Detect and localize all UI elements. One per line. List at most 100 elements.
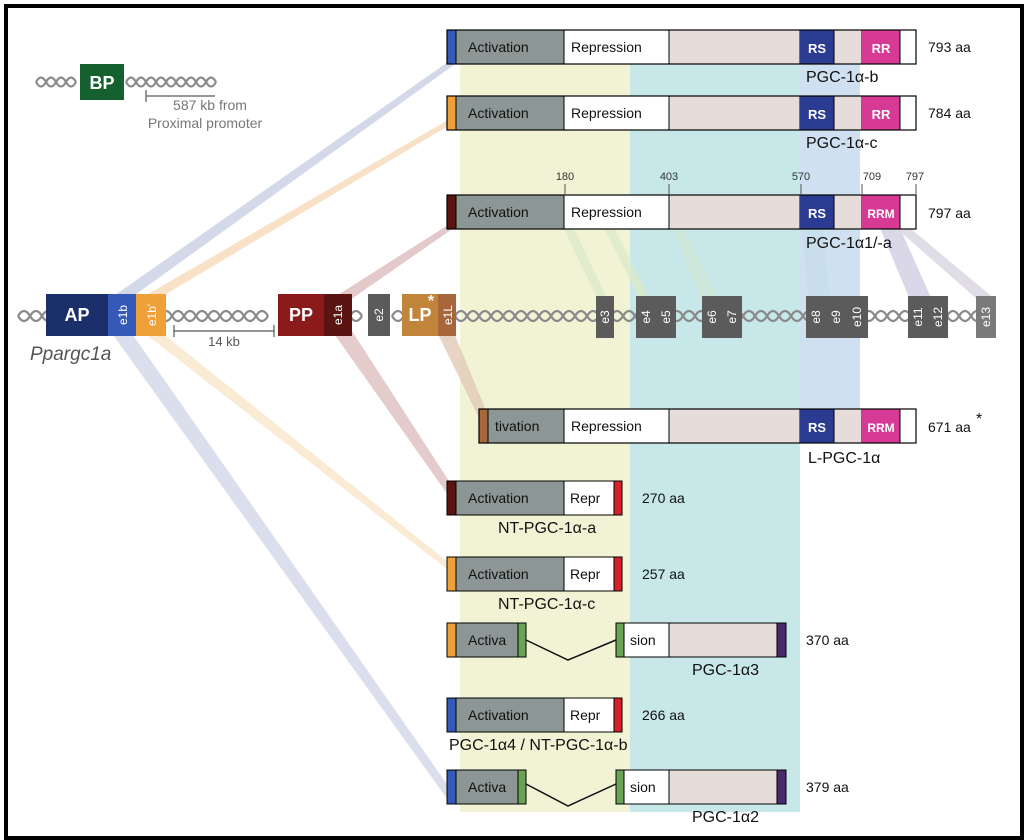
repression-label: Repr bbox=[570, 566, 601, 582]
exon-e8-label: e8 bbox=[809, 310, 823, 324]
isoform-length: 797 aa bbox=[928, 205, 971, 221]
lp-star: * bbox=[428, 293, 435, 310]
activation-label: Activation bbox=[468, 566, 529, 582]
activation-label: Activation bbox=[468, 105, 529, 121]
activation-label: Activation bbox=[468, 707, 529, 723]
isoform-name: PGC-1α-b bbox=[806, 69, 878, 86]
bp-distance: 587 kb from bbox=[173, 97, 247, 113]
bp-distance-2: Proximal promoter bbox=[148, 115, 263, 131]
rs-label: RS bbox=[808, 41, 826, 56]
middle-domain bbox=[669, 96, 800, 130]
activation-label: Activation bbox=[468, 204, 529, 220]
exon-e3-label: e3 bbox=[598, 310, 612, 324]
repression-label: sion bbox=[630, 632, 656, 648]
junction-left bbox=[518, 623, 526, 657]
e1a-to-nta bbox=[330, 328, 458, 495]
rs-label: RS bbox=[808, 206, 826, 221]
middle-domain bbox=[669, 623, 777, 657]
tail-domain bbox=[900, 30, 916, 64]
pos-709: 709 bbox=[863, 171, 881, 183]
stop-marker bbox=[614, 698, 622, 732]
isoform-cap bbox=[447, 481, 456, 515]
repression-label: Repr bbox=[570, 490, 601, 506]
gap-domain bbox=[834, 96, 862, 130]
e1b-to-b bbox=[108, 62, 458, 300]
pos-180: 180 bbox=[556, 171, 574, 183]
rr-label: RR bbox=[872, 107, 891, 122]
exon-e12-label: e12 bbox=[931, 307, 945, 327]
isoform-cap bbox=[447, 195, 456, 229]
isoform-length: 257 aa bbox=[642, 566, 685, 582]
exon-e10-label: e10 bbox=[850, 307, 864, 327]
isoform-name: NT-PGC-1α-c bbox=[498, 596, 595, 613]
repression-label: Repression bbox=[571, 204, 642, 220]
gap-domain bbox=[834, 409, 862, 443]
isoform-length: 793 aa bbox=[928, 39, 971, 55]
tail-domain bbox=[900, 96, 916, 130]
end-marker bbox=[777, 623, 786, 657]
activation-label: Activation bbox=[468, 39, 529, 55]
isoform-length: 671 aa bbox=[928, 419, 971, 435]
isoform-cap bbox=[447, 698, 456, 732]
middle-domain bbox=[669, 195, 800, 229]
exon-e9-label: e9 bbox=[829, 310, 843, 324]
rs-label: RS bbox=[808, 107, 826, 122]
exon-e6-label: e6 bbox=[705, 310, 719, 324]
isoform-length-star: * bbox=[976, 411, 982, 428]
exon-e4-label: e4 bbox=[639, 310, 653, 324]
middle-domain bbox=[669, 409, 800, 443]
e1b-prime-to-ntc bbox=[138, 328, 458, 570]
isoform-name: PGC-1α2 bbox=[692, 809, 759, 826]
activation-label: tivation bbox=[495, 418, 539, 434]
repression-label: sion bbox=[630, 779, 656, 795]
end-marker bbox=[777, 770, 786, 804]
repression-label: Repression bbox=[571, 39, 642, 55]
tail-domain bbox=[900, 195, 916, 229]
isoform-length: 379 aa bbox=[806, 779, 849, 795]
rr-label: RR bbox=[872, 41, 891, 56]
stop-marker bbox=[614, 481, 622, 515]
e1b-to-pgc1a2 bbox=[108, 328, 458, 800]
exon-e11-label: e11 bbox=[911, 307, 925, 326]
isoform-name: PGC-1α1/-a bbox=[806, 235, 892, 252]
isoform-name: L-PGC-1α bbox=[808, 450, 880, 467]
junction-left bbox=[518, 770, 526, 804]
isoform-length: 370 aa bbox=[806, 632, 849, 648]
rs-label: RS bbox=[808, 420, 826, 435]
exon-e1b-prime-label: e1b' bbox=[145, 304, 159, 326]
exon-e1L-label: e1L bbox=[441, 305, 455, 325]
isoform-length: 270 aa bbox=[642, 490, 685, 506]
pos-570: 570 bbox=[792, 171, 810, 183]
middle-domain bbox=[669, 30, 800, 64]
e1a-to-a bbox=[330, 225, 458, 300]
exon-e1b-label: e1b bbox=[116, 305, 130, 325]
isoform-length: 266 aa bbox=[642, 707, 685, 723]
isoform-cap bbox=[447, 557, 456, 591]
tail-domain bbox=[900, 409, 916, 443]
middle-domain bbox=[669, 770, 777, 804]
exon-e13-label: e13 bbox=[979, 307, 993, 327]
isoform-name: NT-PGC-1α-a bbox=[498, 520, 596, 537]
repression-label: Repression bbox=[571, 105, 642, 121]
rr-label: RRM bbox=[867, 421, 894, 435]
junction-right bbox=[616, 770, 624, 804]
spacing-label: 14 kb bbox=[208, 334, 240, 349]
isoform-length: 784 aa bbox=[928, 105, 971, 121]
pp-label: PP bbox=[289, 305, 313, 325]
repression-label: Repr bbox=[570, 707, 601, 723]
pos-797: 797 bbox=[906, 171, 924, 183]
isoform-cap bbox=[447, 770, 456, 804]
e1b-prime-to-c bbox=[138, 120, 458, 300]
ap-label: AP bbox=[64, 305, 89, 325]
gap-domain bbox=[834, 30, 862, 64]
stop-marker bbox=[614, 557, 622, 591]
isoform-cap bbox=[447, 96, 456, 130]
exon-e5-label: e5 bbox=[659, 310, 673, 324]
activation-label: Activa bbox=[468, 779, 506, 795]
activation-label: Activation bbox=[468, 490, 529, 506]
activation-label: Activa bbox=[468, 632, 506, 648]
gene-name: Ppargc1a bbox=[30, 344, 111, 365]
isoform-name: PGC-1α4 / NT-PGC-1α-b bbox=[449, 737, 628, 754]
repression-label: Repression bbox=[571, 418, 642, 434]
